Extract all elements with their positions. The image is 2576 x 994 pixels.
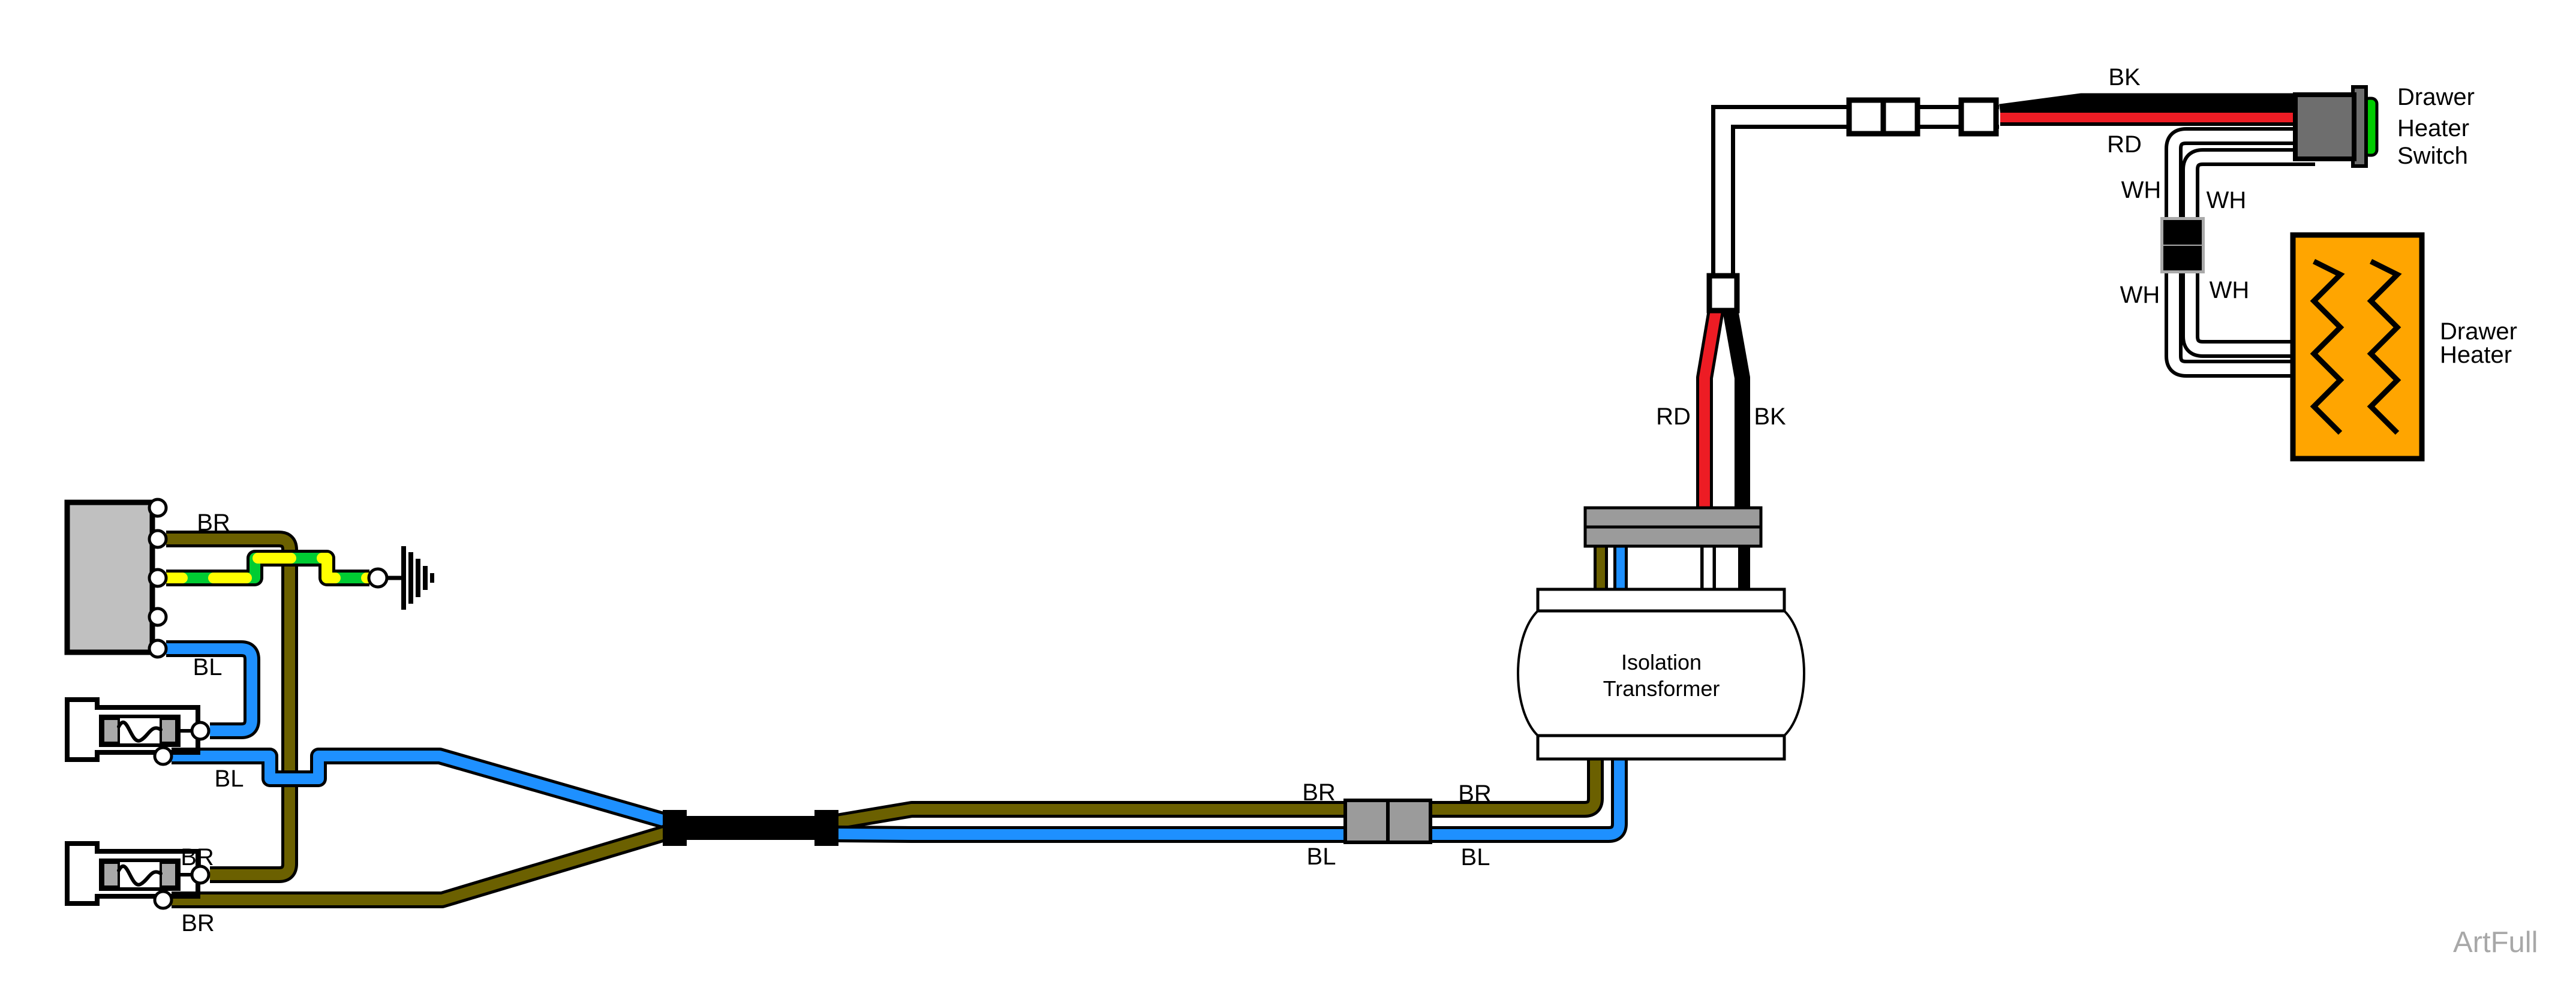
watermark: ArtFull — [2453, 926, 2538, 959]
wire-label-br-bottom-fuse: BR — [181, 844, 214, 870]
connector-terminal — [148, 638, 168, 659]
cable-connector-double — [1846, 97, 1920, 137]
bk-wire-splice-to-bar — [1722, 305, 1750, 522]
inline-connector — [1343, 799, 1432, 844]
connector-terminal — [148, 498, 168, 518]
heater-label-line1: Drawer — [2440, 318, 2517, 345]
power-connector-block — [64, 498, 168, 659]
br-wire-connector-to-fuse — [166, 531, 298, 883]
drawer-heater — [2290, 232, 2425, 462]
connector-terminal — [148, 568, 168, 588]
transformer-end-plate-bottom — [1536, 734, 1786, 761]
connector-body — [64, 499, 155, 655]
transformer-label-line1: Isolation — [1621, 650, 1702, 674]
wh-inline-connector — [2160, 217, 2205, 273]
wire-label-wh-top-right: WH — [2207, 187, 2247, 213]
br-wire-junction-to-transformer — [832, 749, 1604, 831]
wire-label-wh-top-left: WH — [2121, 177, 2162, 203]
wire-label-wh-bottom-right: WH — [2210, 277, 2250, 303]
transformer-end-plate-top — [1536, 588, 1786, 613]
switch-label-line2: Heater — [2397, 115, 2469, 141]
wh-connector-cell — [2163, 246, 2202, 270]
isolation-transformer: Isolation Transformer — [1517, 588, 1805, 761]
cable-connector-single — [1958, 97, 1999, 137]
wire-label-br-conn-left: BR — [1302, 779, 1336, 806]
wire-label-bl-conn-left: BL — [1307, 844, 1336, 870]
switch-body — [2293, 92, 2356, 161]
heater-element-zigzag — [2310, 258, 2345, 435]
heater-body — [2290, 232, 2425, 462]
transformer-label-line2: Transformer — [1603, 676, 1720, 701]
junction-cable — [686, 816, 817, 840]
bl-wire-fuse-to-junction — [172, 748, 669, 830]
connector-terminal — [148, 607, 168, 627]
bl-wire-connector-to-fuse — [166, 640, 260, 739]
wire-label-bk-transformer: BK — [1754, 403, 1786, 430]
harness-junction — [663, 810, 838, 846]
wire-label-rd-switch: RD — [2107, 131, 2142, 158]
inline-connector-half — [1386, 799, 1432, 844]
junction-cap-right — [814, 810, 838, 846]
wire-label-br-connector: BR — [197, 510, 230, 536]
rd-wire-splice-to-bar — [1696, 305, 1725, 522]
chassis-ground-symbol — [367, 546, 434, 610]
switch-label-line1: Drawer — [2397, 84, 2475, 110]
wire-label-br-conn-right: BR — [1458, 781, 1492, 807]
wire-label-br-bottom: BR — [181, 910, 215, 936]
switch-label-line3: Switch — [2397, 143, 2468, 169]
wire-label-bl-connector: BL — [193, 654, 223, 680]
white-power-cable — [1711, 105, 1999, 282]
fuse-holder-top — [67, 700, 209, 764]
earth-wire-green-yellow — [161, 550, 375, 586]
bk-wire-cable-to-switch — [1999, 93, 2315, 121]
br-wire-fuse-to-junction — [172, 824, 671, 908]
transformer-terminal-bar — [1583, 506, 1763, 548]
transformer-top-wires — [1594, 543, 1750, 597]
wire-label-bl-conn-right: BL — [1461, 844, 1490, 870]
wh-connector-cell — [2163, 220, 2202, 245]
cable-splice-block — [1706, 273, 1740, 314]
inline-connector-half — [1343, 799, 1390, 844]
connector-terminal — [148, 529, 168, 549]
heater-label-line2: Heater — [2440, 342, 2512, 368]
wire-label-bl-top-fuse: BL — [215, 766, 244, 792]
drawer-heater-switch — [2293, 85, 2379, 168]
heater-element-zigzag — [2367, 258, 2402, 435]
ground-terminal — [367, 567, 389, 589]
junction-cap-left — [663, 810, 687, 846]
wire-label-wh-bottom-left: WH — [2120, 282, 2160, 308]
wire-label-bk-switch: BK — [2108, 64, 2141, 91]
wire-label-rd-transformer: RD — [1656, 403, 1691, 430]
bl-wire-junction-to-transformer — [833, 749, 1628, 843]
